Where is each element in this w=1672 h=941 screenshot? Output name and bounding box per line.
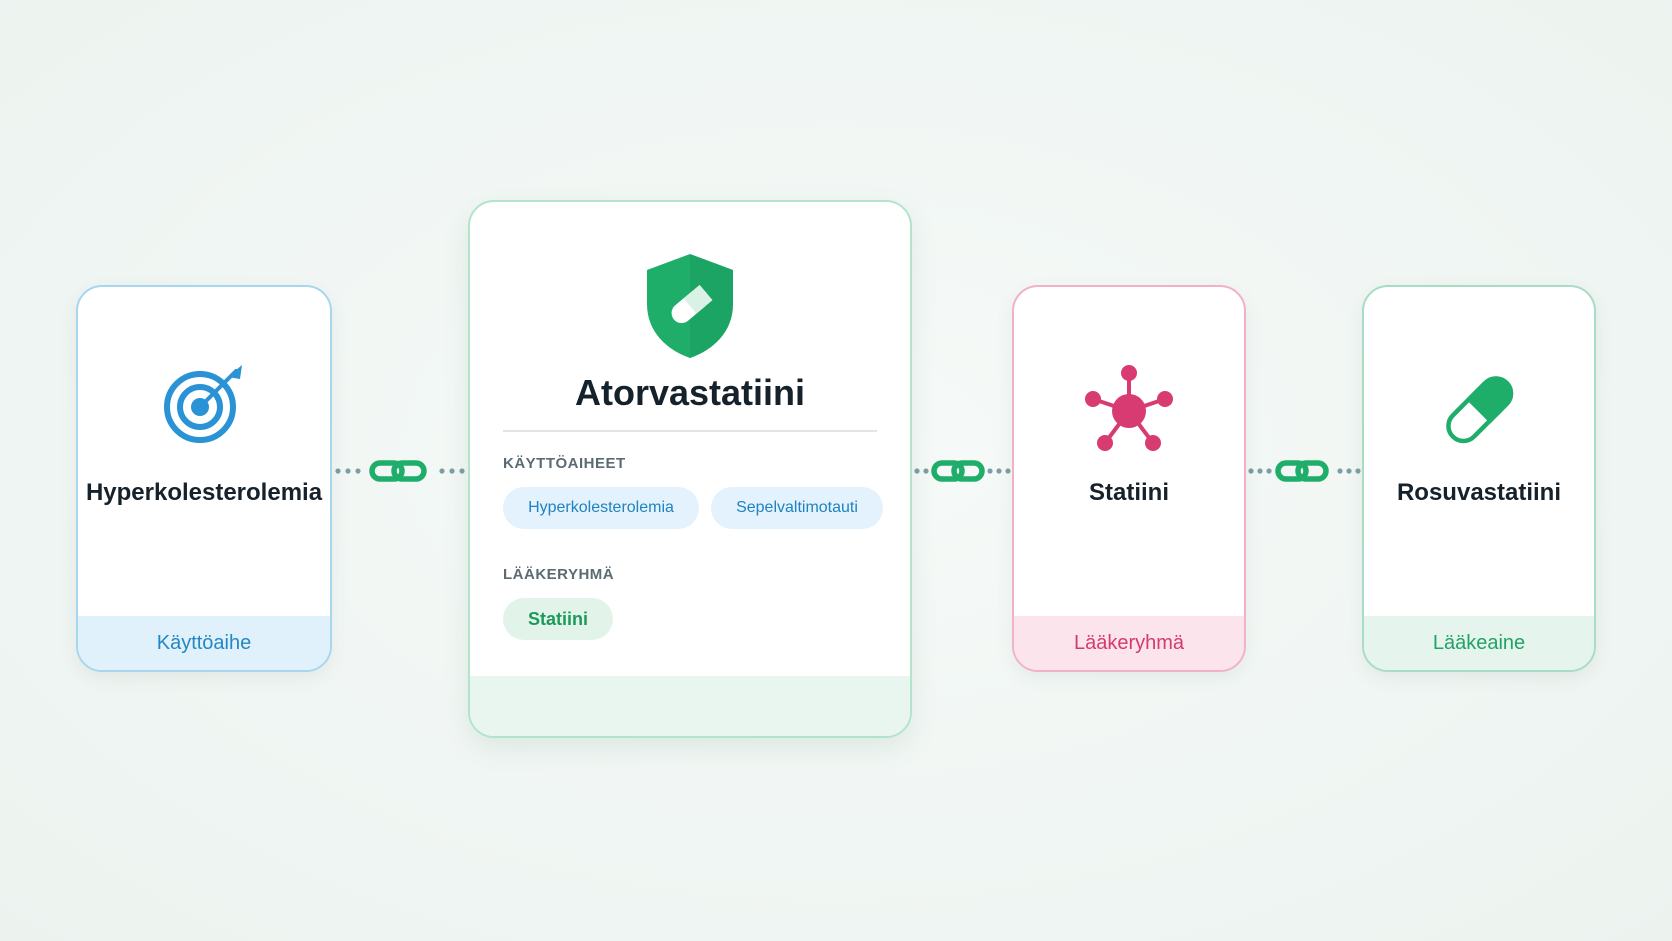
indication-chip[interactable]: Sepelvaltimotauti (711, 487, 883, 529)
molecule-icon (1085, 365, 1173, 451)
substance-type-label: Lääkeaine (1364, 616, 1594, 670)
drug-group-card[interactable]: Statiini Lääkeryhmä (1012, 285, 1246, 672)
chain-link-icon (1275, 460, 1329, 482)
group-title: Statiini (1088, 479, 1169, 506)
drug-title: Atorvastatiini (574, 372, 806, 413)
indication-type-label: Käyttöaihe (78, 616, 330, 670)
group-chip[interactable]: Statiini (503, 598, 613, 640)
chain-link-icon (931, 460, 985, 482)
target-icon (164, 365, 242, 443)
group-type-label: Lääkeryhmä (1014, 616, 1244, 670)
drug-substance-card[interactable]: Rosuvastatiini Lääkeaine (1362, 285, 1596, 672)
group-section-label: LÄÄKERYHMÄ (503, 566, 615, 583)
connector-group-substance (1248, 460, 1361, 482)
drug-detail-card[interactable]: Atorvastatiini KÄYTTÖAIHEET Hyperkoleste… (468, 200, 912, 738)
connector-indication-main (335, 460, 465, 482)
indication-card[interactable]: Hyperkolesterolemia Käyttöaihe (76, 285, 332, 672)
title-divider (503, 430, 877, 432)
capsule-icon (1446, 376, 1514, 444)
drug-card-footer (470, 676, 910, 736)
indication-chip[interactable]: Hyperkolesterolemia (503, 487, 699, 529)
indication-title: Hyperkolesterolemia (85, 479, 323, 506)
chain-link-icon (369, 460, 427, 482)
shield-pill-icon (647, 254, 733, 358)
substance-title: Rosuvastatiini (1396, 479, 1562, 506)
connector-main-group (914, 460, 1011, 482)
indications-section-label: KÄYTTÖAIHEET (503, 455, 626, 472)
